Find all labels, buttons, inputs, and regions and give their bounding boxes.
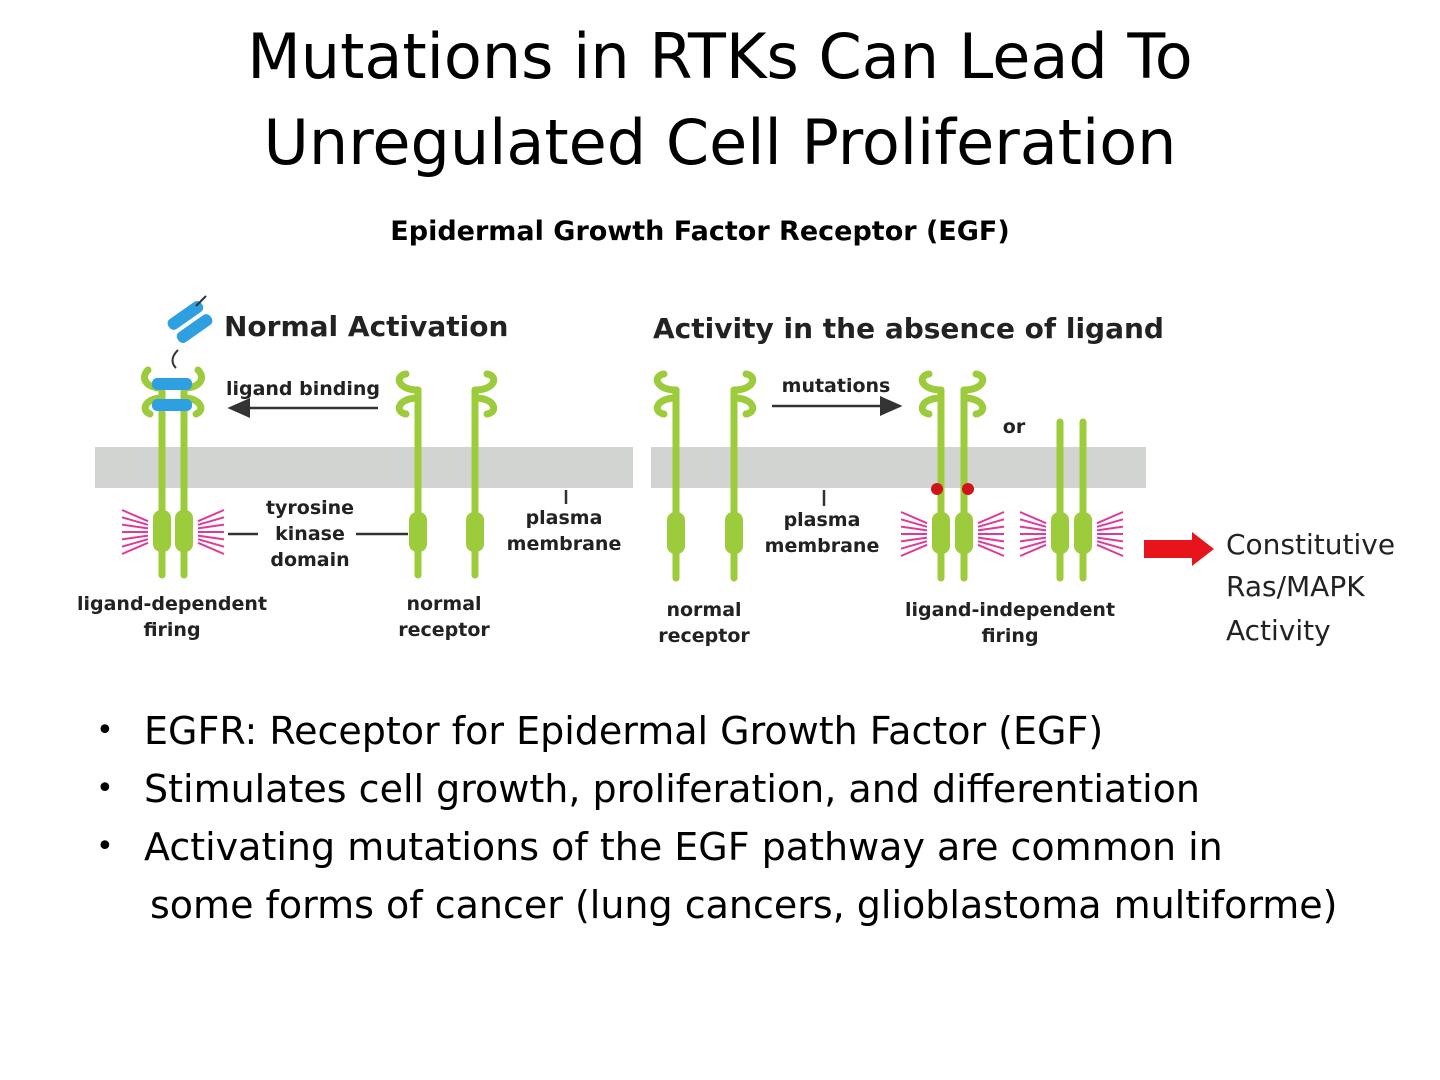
ligand-binding-label: ligand binding bbox=[226, 378, 380, 400]
firing-ray bbox=[1096, 536, 1124, 543]
plasma-membrane-label-right-2: membrane bbox=[765, 535, 880, 557]
outcome-label-2: Ras/MAPK bbox=[1226, 570, 1365, 603]
firing-ray bbox=[1019, 511, 1047, 525]
tyrosine-kinase-domain-label-2: kinase bbox=[275, 523, 345, 545]
receptor-dimer-ligand-bound bbox=[141, 366, 205, 579]
normal-receptor-label-right-2: receptor bbox=[658, 625, 750, 647]
egf-ligand-bound bbox=[152, 378, 192, 411]
ligand-dependent-firing-label-1: ligand-dependent bbox=[77, 593, 267, 615]
firing-ray bbox=[197, 534, 225, 541]
firing-ray bbox=[1096, 525, 1124, 532]
firing-ray bbox=[1096, 518, 1124, 528]
normal-receptor-label-right-1: normal bbox=[666, 599, 741, 621]
mutant-receptor-dimer bbox=[918, 370, 987, 582]
slide-title-line-2: Unregulated Cell Proliferation bbox=[263, 106, 1177, 179]
normal-receptor-right-a bbox=[653, 370, 685, 582]
firing-ray bbox=[1019, 518, 1047, 528]
normal-receptor-left-a bbox=[395, 370, 427, 579]
firing-ray bbox=[121, 538, 149, 548]
mutations-label: mutations bbox=[782, 375, 891, 397]
plasma-membrane-label-left-1: plasma bbox=[526, 507, 603, 529]
tyrosine-kinase-domain-label-1: tyrosine bbox=[266, 497, 354, 519]
normal-receptor-label-left-2: receptor bbox=[398, 619, 490, 641]
bullet-text: Activating mutations of the EGF pathway … bbox=[144, 825, 1223, 869]
firing-ray bbox=[197, 523, 225, 530]
plasma-membrane-label-left-2: membrane bbox=[507, 533, 622, 555]
normal-receptor-right-b bbox=[725, 370, 757, 582]
firing-ray bbox=[977, 536, 1005, 543]
firing-ray bbox=[197, 538, 225, 548]
firing-ray bbox=[121, 516, 149, 526]
plasma-membrane-left bbox=[95, 447, 633, 488]
ligand-motion-tick bbox=[195, 295, 207, 307]
firing-ray bbox=[977, 525, 1005, 532]
firing-ray bbox=[197, 541, 225, 555]
ligand-independent-firing-label-1: ligand-independent bbox=[905, 599, 1115, 621]
normal-receptor-label-left-1: normal bbox=[406, 593, 481, 615]
firing-ray bbox=[900, 511, 928, 525]
bullet-text: Stimulates cell growth, proliferation, a… bbox=[144, 767, 1201, 811]
bullet-item: Stimulates cell growth, proliferation, a… bbox=[96, 760, 1416, 818]
firing-rays-ligand-independent-2 bbox=[1019, 511, 1124, 557]
firing-ray bbox=[1019, 536, 1047, 543]
firing-rays-ligand-independent-1 bbox=[900, 511, 1005, 557]
outcome-arrow bbox=[1144, 532, 1214, 566]
ligand-dependent-firing-label-2: firing bbox=[143, 619, 200, 641]
firing-ray bbox=[1019, 543, 1047, 557]
bullet-text: EGFR: Receptor for Epidermal Growth Fact… bbox=[144, 709, 1104, 753]
firing-ray bbox=[977, 540, 1005, 550]
firing-ray bbox=[121, 541, 149, 555]
firing-ray bbox=[1096, 540, 1124, 550]
absence-of-ligand-heading: Activity in the absence of ligand bbox=[653, 312, 1164, 345]
slide-title: Mutations in RTKs Can Lead To Unregulate… bbox=[0, 14, 1440, 186]
outcome-label-1: Constitutive bbox=[1226, 528, 1395, 561]
egf-ligand-free bbox=[167, 301, 213, 343]
plasma-membrane-right bbox=[651, 447, 1146, 488]
firing-ray bbox=[900, 525, 928, 532]
firing-ray bbox=[1096, 543, 1124, 557]
normal-receptor-left-b bbox=[466, 370, 498, 579]
truncated-receptor-dimer bbox=[1051, 418, 1092, 582]
egfr-activation-diagram: Normal Activation Activity in the absenc… bbox=[77, 295, 1395, 647]
bullet-list: EGFR: Receptor for Epidermal Growth Fact… bbox=[96, 702, 1416, 934]
firing-ray bbox=[900, 536, 928, 543]
bullet-item: Activating mutations of the EGF pathway … bbox=[96, 818, 1416, 934]
bullet-item: EGFR: Receptor for Epidermal Growth Fact… bbox=[96, 702, 1416, 760]
mutation-dot-1 bbox=[931, 483, 943, 495]
firing-ray bbox=[900, 543, 928, 557]
slide-title-line-1: Mutations in RTKs Can Lead To bbox=[247, 20, 1193, 93]
outcome-label-3: Activity bbox=[1226, 614, 1331, 647]
tyrosine-kinase-domain-label-3: domain bbox=[270, 549, 349, 571]
diagram-subtitle: Epidermal Growth Factor Receptor (EGF) bbox=[390, 216, 1010, 247]
plasma-membrane-label-right-1: plasma bbox=[784, 509, 861, 531]
mutation-dot-2 bbox=[962, 483, 974, 495]
firing-ray bbox=[977, 543, 1005, 557]
firing-ray bbox=[977, 511, 1005, 525]
firing-ray bbox=[1019, 525, 1047, 532]
ligand-motion-arrow bbox=[171, 349, 179, 369]
firing-ray bbox=[900, 518, 928, 528]
firing-ray bbox=[1096, 511, 1124, 525]
normal-activation-heading: Normal Activation bbox=[224, 310, 508, 343]
firing-ray bbox=[197, 516, 225, 526]
firing-ray bbox=[900, 540, 928, 550]
ligand-independent-firing-label-2: firing bbox=[981, 625, 1038, 647]
bullet-text-continued: some forms of cancer (lung cancers, glio… bbox=[150, 883, 1338, 927]
firing-ray bbox=[121, 523, 149, 530]
or-label: or bbox=[1003, 416, 1026, 438]
firing-ray bbox=[1019, 540, 1047, 550]
firing-ray bbox=[121, 509, 149, 523]
firing-ray bbox=[197, 509, 225, 523]
firing-ray bbox=[121, 534, 149, 541]
firing-ray bbox=[977, 518, 1005, 528]
firing-rays-ligand-dependent bbox=[121, 509, 225, 555]
